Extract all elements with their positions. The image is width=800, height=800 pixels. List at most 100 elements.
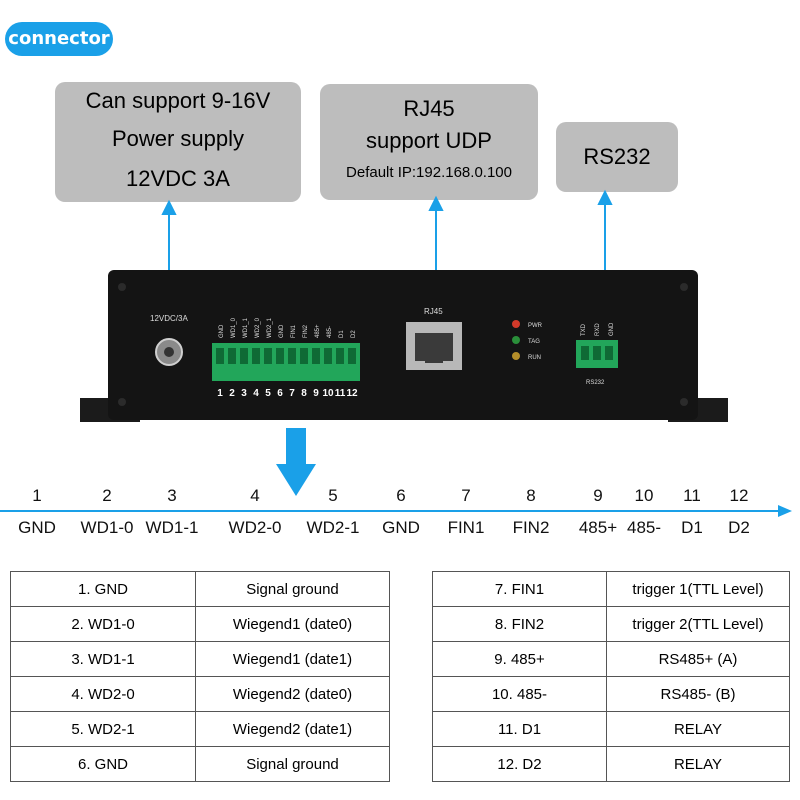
pin-number: 12 — [729, 486, 749, 505]
description-cell: RELAY — [606, 746, 790, 782]
pin-number: 7 — [461, 486, 471, 505]
terminal-pin-label: GND — [219, 324, 225, 338]
power-arrow-head — [161, 199, 177, 215]
terminal-pin-label: FIN1 — [291, 324, 297, 338]
pin-cell: 6. GND — [10, 746, 196, 782]
table-row: 9. 485+RS485+ (A) — [432, 641, 790, 677]
pin-number: 6 — [396, 486, 406, 505]
pin-number: 10 — [634, 486, 654, 505]
description-cell: RS485- (B) — [606, 676, 790, 712]
description-cell: Signal ground — [195, 746, 390, 782]
terminal-pin-label: D2 — [351, 330, 357, 338]
screw-icon — [118, 283, 126, 291]
terminal-pin-label: WD1_0 — [231, 317, 237, 338]
down-arrow-icon — [276, 464, 316, 496]
rs232-callout: RS232 — [556, 122, 678, 192]
rs232-pin-label-rxd: RXD — [595, 323, 601, 336]
rj45-callout: RJ45 support UDP Default IP:192.168.0.10… — [320, 84, 538, 200]
pin-cell: 1. GND — [10, 571, 196, 607]
terminal-number: 11 — [335, 388, 346, 399]
pin-cell: 5. WD2-1 — [10, 711, 196, 747]
terminal-number: 1 — [217, 388, 223, 399]
terminal-number: 9 — [313, 388, 319, 399]
screw-icon — [680, 398, 688, 406]
power-callout-line-3: 12VDC 3A — [126, 166, 230, 191]
rs232-arrow-head — [597, 189, 613, 205]
rj45-arrow-head — [428, 195, 444, 211]
description-cell: Wiegend2 (date1) — [195, 711, 390, 747]
pin-number: 1 — [32, 486, 42, 505]
terminal-pin-label: WD2_1 — [267, 317, 273, 338]
terminal-pin-label: 485- — [327, 326, 333, 338]
description-cell: Wiegend2 (date0) — [195, 676, 390, 712]
description-cell: RS485+ (A) — [606, 641, 790, 677]
pin-number: 4 — [250, 486, 260, 505]
terminal-number: 4 — [253, 388, 259, 399]
pwr-led-icon — [512, 320, 520, 328]
power-jack-label: 12VDC/3A — [150, 314, 188, 323]
terminal-slot — [264, 348, 272, 364]
pin-name: GND — [382, 518, 420, 537]
terminal-number: 7 — [289, 388, 295, 399]
pin-cell: 8. FIN2 — [432, 606, 607, 642]
rj45-port-opening — [415, 333, 453, 361]
pin-number: 5 — [328, 486, 338, 505]
terminal-slot — [228, 348, 236, 364]
pin-name: D1 — [681, 518, 703, 537]
power-jack-hole-icon — [164, 347, 174, 357]
pin-name: WD2-1 — [306, 518, 360, 537]
description-cell: trigger 1(TTL Level) — [606, 571, 790, 607]
pin-name: 485+ — [578, 518, 618, 537]
terminal-slots — [216, 348, 356, 364]
terminal-slot — [252, 348, 260, 364]
pin-number: 11 — [683, 486, 701, 505]
description-cell: Signal ground — [195, 571, 390, 607]
pin-number: 3 — [167, 486, 177, 505]
connector-badge: connector — [5, 22, 113, 56]
pin-cell: 3. WD1-1 — [10, 641, 196, 677]
power-callout: Can support 9-16V Power supply 12VDC 3A — [55, 82, 301, 202]
rj45-callout-line-3: Default IP:192.168.0.100 — [346, 164, 512, 181]
terminal-slot — [324, 348, 332, 364]
terminal-slot — [276, 348, 284, 364]
rj45-callout-line-1: RJ45 — [403, 96, 455, 121]
pin-number: 8 — [526, 486, 536, 505]
rs232-slot — [605, 346, 613, 360]
terminal-pin-label: WD1_1 — [243, 317, 249, 338]
description-cell: trigger 2(TTL Level) — [606, 606, 790, 642]
terminal-number: 8 — [301, 388, 307, 399]
terminal-slot — [288, 348, 296, 364]
rj45-port-label: RJ45 — [424, 307, 443, 316]
terminal-block — [212, 343, 360, 381]
rs232-port-label: RS232 — [586, 380, 605, 386]
rs232-pin-label-gnd: GND — [609, 322, 615, 336]
pin-number: 9 — [593, 486, 603, 505]
terminal-number: 6 — [277, 388, 283, 399]
screw-icon — [680, 283, 688, 291]
rj45-port-latch — [425, 357, 443, 363]
led-label-pwr: PWR — [528, 323, 543, 329]
pin-name: FIN1 — [447, 518, 485, 537]
pin-cell: 10. 485- — [432, 676, 607, 712]
table-row: 10. 485-RS485- (B) — [432, 676, 790, 712]
terminal-number: 2 — [229, 388, 235, 399]
terminal-pin-label: FIN2 — [303, 324, 309, 338]
pin-name: FIN2 — [512, 518, 550, 537]
pin-axis-arrow-icon — [778, 505, 792, 517]
pin-cell: 7. FIN1 — [432, 571, 607, 607]
tag-led-icon — [512, 336, 520, 344]
